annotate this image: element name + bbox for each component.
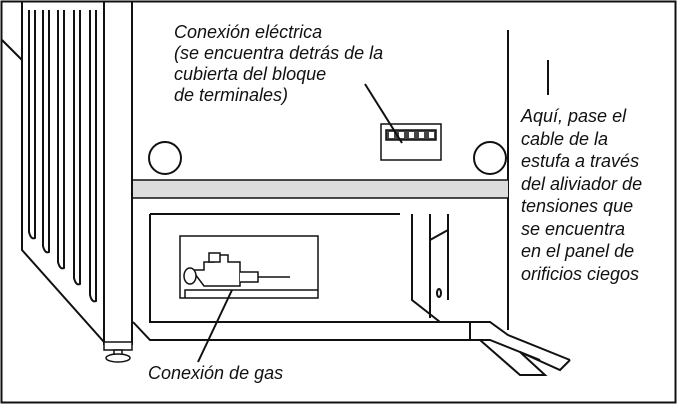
terminal-block [380,123,442,161]
leveling-leg [103,341,133,363]
electrical-label-line-4: de terminales) [174,85,289,105]
drawer-band [133,179,508,199]
strain-relief-area [411,214,449,323]
gas-connection-label: Conexión de gas [148,363,284,383]
cable-label-line-8: orificios ciegos [521,263,640,284]
knockout-hole-left [148,141,182,175]
cable-label-line-7: en el panel de [521,241,635,261]
gas-regulator-box [179,235,319,299]
cable-label-line-4: del aliviador de [521,173,643,194]
lower-compartment [132,213,571,361]
electrical-label-line-2: (se encuentra detrás de la [174,43,384,63]
cable-label-line-3: estufa a través [521,151,640,171]
cable-label-line-1: Aquí, pase el [521,106,627,126]
electrical-connection-label: Conexión eléctrica (se encuentra detrás … [174,22,383,106]
cable-instructions-label: Aquí, pase el cable de la estufa a travé… [521,105,642,285]
cable-label-line-6: se encuentra [521,218,626,239]
knockout-hole-right [473,141,507,175]
leader-line-electrical [364,83,403,144]
electrical-label-line-3: cubierta del bloque [174,64,327,84]
cable-label-line-5: tensiones que [521,196,634,216]
electrical-label-line-1: Conexión eléctrica [174,22,323,42]
leader-line-gas [197,289,233,363]
cable-label-line-2: cable de la [521,128,609,149]
floor-bracket [469,322,571,376]
